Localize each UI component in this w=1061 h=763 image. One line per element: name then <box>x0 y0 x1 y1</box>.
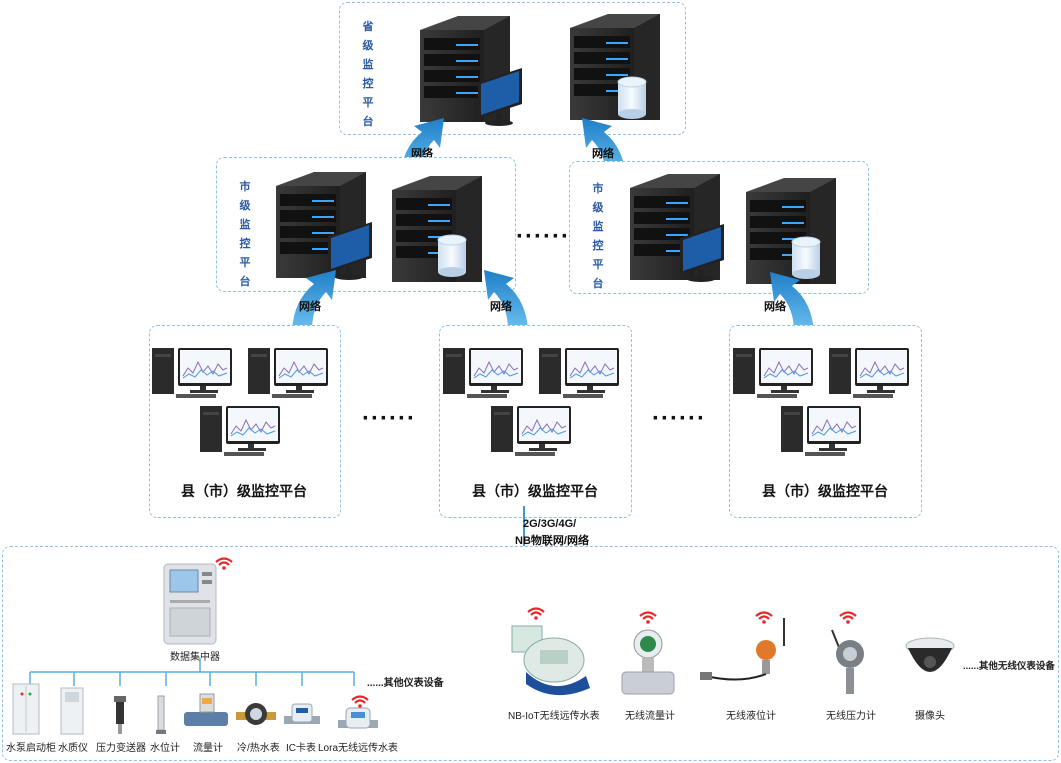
county-platform-label-2: 县（市）级监控平台 <box>472 483 598 499</box>
wireless-device-label-0: NB-IoT无线远传水表 <box>508 711 600 722</box>
ellipsis-county-right: ······ <box>652 405 706 432</box>
network-label-5: 网络 <box>764 301 786 313</box>
data-concentrator-label: 数据集中器 <box>170 652 220 663</box>
wired-device-label-4: 流量计 <box>193 743 223 754</box>
flow-meter-icon <box>184 693 228 726</box>
pump-cabinet-icon <box>12 683 40 735</box>
water-level-meter-icon <box>156 695 166 734</box>
wired-device-label-7: Lora无线远传水表 <box>318 743 399 754</box>
provincial-platform-label: 省级监控平台 <box>362 21 374 128</box>
wired-more-label: ......其他仪表设备 <box>367 678 444 689</box>
water-quality-meter-icon <box>60 687 84 735</box>
county3-workstations <box>732 347 910 457</box>
county1-workstations <box>151 347 329 457</box>
wired-device-label-1: 水质仪 <box>58 743 88 754</box>
city1-server-with-monitor <box>276 172 372 280</box>
wireless-flow-meter-icon <box>621 611 675 695</box>
wireless-device-label-2: 无线液位计 <box>726 711 776 722</box>
ellipsis-county-left: ······ <box>362 405 416 432</box>
county2-workstations <box>442 347 620 457</box>
wired-bus-lines <box>29 658 355 686</box>
wireless-pressure-meter-icon <box>831 611 864 694</box>
nb-iot-water-meter-icon <box>511 607 590 696</box>
network-label-4: 网络 <box>490 301 512 313</box>
lora-water-meter-icon <box>338 695 378 729</box>
network-label-2: 网络 <box>592 148 614 160</box>
uplink-label-line1: 2G/3G/4G/ <box>523 518 577 530</box>
city2-server-with-monitor <box>630 174 724 282</box>
wired-device-label-0: 水泵启动柜 <box>6 743 56 754</box>
county-platform-label-1: 县（市）级监控平台 <box>181 483 307 499</box>
hot-cold-water-meter-icon <box>236 703 276 725</box>
provincial-server-with-database <box>570 14 660 120</box>
network-label-3: 网络 <box>299 301 321 313</box>
city2-server-with-database <box>746 178 836 284</box>
wired-device-label-6: IC卡表 <box>286 743 316 754</box>
wired-device-label-5: 冷/热水表 <box>237 743 280 754</box>
city1-server-with-database <box>392 176 482 282</box>
wireless-level-meter-icon <box>700 611 785 681</box>
ellipsis-city: ······ <box>516 223 570 250</box>
wireless-more-label: ......其他无线仪表设备 <box>963 661 1055 672</box>
provincial-server-with-monitor <box>420 16 522 126</box>
wired-device-label-2: 压力变送器 <box>96 743 146 754</box>
data-concentrator-icon <box>163 557 234 645</box>
wired-device-label-3: 水位计 <box>150 743 180 754</box>
pressure-transmitter-icon <box>114 696 126 734</box>
ic-card-meter-icon <box>284 703 320 724</box>
county-platform-label-3: 县（市）级监控平台 <box>762 483 888 499</box>
wireless-device-label-1: 无线流量计 <box>625 711 675 722</box>
wireless-device-label-4: 摄像头 <box>915 711 945 722</box>
camera-icon <box>905 637 955 672</box>
wireless-device-label-3: 无线压力计 <box>826 711 876 722</box>
uplink-label-line2: NB物联网/网络 <box>515 535 589 547</box>
city-platform-label-2: 市级监控平台 <box>592 183 604 290</box>
city-platform-label-1: 市级监控平台 <box>239 181 251 288</box>
